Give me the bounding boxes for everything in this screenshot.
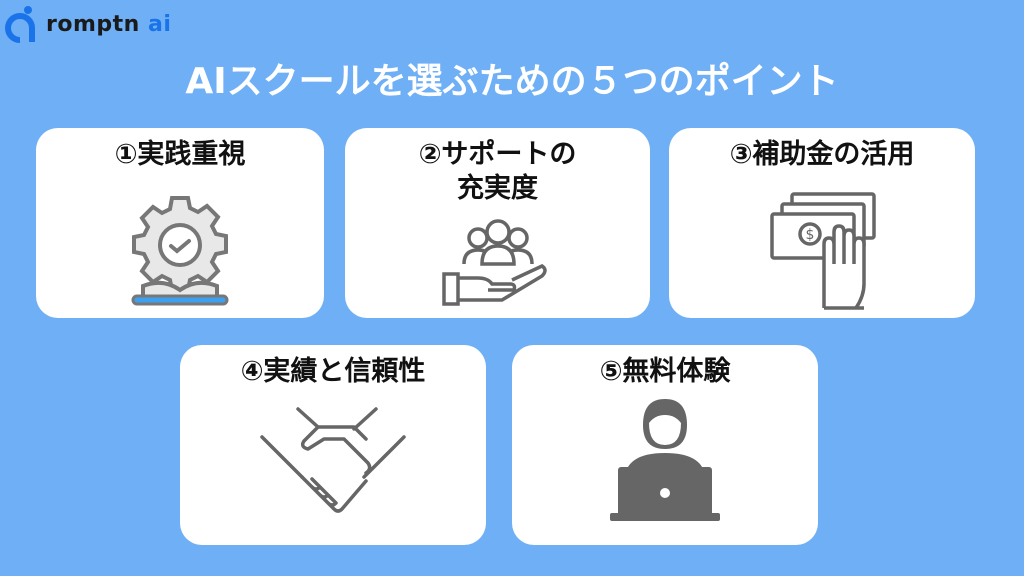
point-label: ⑤無料体験 xyxy=(599,356,731,387)
logo-mark-icon xyxy=(5,6,35,43)
svg-text:$: $ xyxy=(806,227,815,243)
money-hand-icon: $ xyxy=(770,192,876,310)
point-card-2: ②サポートの充実度 xyxy=(345,128,650,318)
gear-book-icon xyxy=(131,196,229,306)
page-title: AIスクールを選ぶための５つのポイント xyxy=(185,61,839,102)
point-label: ③補助金の活用 xyxy=(729,139,915,170)
people-hand-icon xyxy=(441,219,547,306)
point-card-1: ①実践重視 xyxy=(36,128,324,318)
point-label: ④実績と信頼性 xyxy=(240,356,426,387)
handshake-icon xyxy=(260,407,406,513)
person-laptop-icon xyxy=(610,399,720,521)
point-card-5: ⑤無料体験 xyxy=(512,345,818,545)
logo-text: romptn ai xyxy=(46,11,172,37)
point-card-4: ④実績と信頼性 xyxy=(180,345,486,545)
point-card-3: ③補助金の活用 $ xyxy=(669,128,975,318)
point-label: ②サポートの充実度 xyxy=(418,139,577,204)
logo: romptn ai xyxy=(4,4,171,44)
point-label: ①実践重視 xyxy=(114,139,246,170)
